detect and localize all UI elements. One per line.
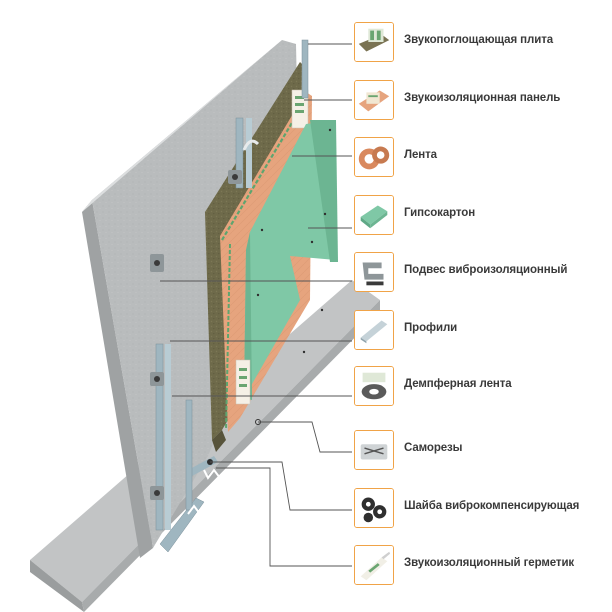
damper-tape-floor [187, 419, 261, 516]
legend-item: Шайба виброкомпенсирующая [354, 488, 606, 532]
metal-profiles [155, 39, 309, 553]
legend-item: Звукоизоляционный герметик [354, 545, 606, 589]
legend-item: Гипсокартон [354, 195, 606, 239]
legend-item: Звукоизоляционная панель [354, 80, 606, 124]
legend-item: Звукопоглощающая плита [354, 22, 606, 66]
legend-item-label: Звукопоглощающая плита [404, 34, 554, 46]
legend-item-label: Подвес виброизоляционный [404, 264, 568, 276]
legend-item: Профили [354, 310, 606, 354]
sealant-tube-icon [354, 545, 394, 585]
legend-item: Саморезы [354, 430, 606, 474]
tape-roll-icon [354, 137, 394, 177]
drywall-sheet-icon [354, 195, 394, 235]
drywall-layer [244, 120, 338, 400]
legend-item: Лента [354, 137, 606, 181]
screws-icon [354, 430, 394, 470]
legend-item-label: Демпферная лента [404, 378, 512, 390]
legend-item: Подвес виброизоляционный [354, 252, 606, 296]
legend-item-label: Гипсокартон [404, 207, 476, 219]
damper-tape-icon [354, 366, 394, 406]
metal-profile-icon [354, 310, 394, 350]
legend-item-label: Лента [404, 149, 437, 161]
vibration-washer-icon [354, 488, 394, 528]
legend-item-label: Звукоизоляционная панель [404, 92, 561, 104]
legend-item-label: Профили [404, 322, 458, 334]
panel-pack-lower [235, 359, 251, 405]
legend-item: Демпферная лента [354, 366, 606, 410]
leader-lines [160, 43, 352, 567]
legend-item-label: Саморезы [404, 442, 463, 454]
soundproof-panel-icon [354, 80, 394, 120]
vibration-hanger-icon [354, 252, 394, 292]
legend-item-label: Шайба виброкомпенсирующая [404, 500, 580, 512]
legend-item-label: Звукоизоляционный герметик [404, 557, 575, 569]
vibration-hangers [150, 139, 260, 500]
mineral-wool-slab-icon [354, 22, 394, 62]
